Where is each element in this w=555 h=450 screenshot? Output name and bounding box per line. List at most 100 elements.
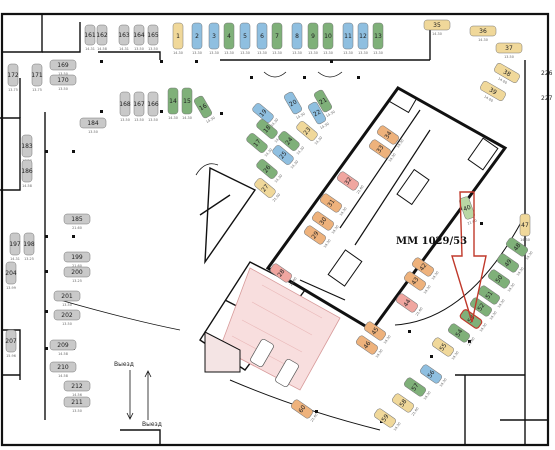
spot-shape-29[interactable] (303, 225, 327, 246)
spot-shape-201[interactable] (53, 290, 81, 302)
parking-spot-8[interactable]: 813.30 (291, 22, 303, 55)
spot-shape-18[interactable] (255, 118, 278, 140)
spot-shape-49[interactable] (496, 253, 520, 274)
spot-shape-3[interactable] (208, 22, 220, 50)
spot-shape-169[interactable] (49, 59, 77, 71)
spot-shape-14[interactable] (167, 87, 179, 115)
spot-shape-164[interactable] (133, 24, 145, 46)
spot-shape-13[interactable] (372, 22, 384, 50)
spot-shape-212[interactable] (63, 380, 91, 392)
spot-shape-183[interactable] (21, 134, 33, 158)
spot-shape-51[interactable] (477, 285, 501, 306)
spot-shape-55[interactable] (431, 337, 455, 358)
parking-spot-4[interactable]: 413.30 (223, 22, 235, 55)
spot-shape-16[interactable] (193, 95, 213, 119)
spot-shape-209[interactable] (49, 339, 77, 351)
spot-shape-32[interactable] (336, 171, 360, 192)
spot-shape-44[interactable] (395, 293, 419, 314)
spot-shape-197[interactable] (9, 232, 21, 256)
spot-shape-19[interactable] (251, 102, 274, 124)
parking-spot-3[interactable]: 313.30 (208, 22, 220, 55)
spot-shape-33[interactable] (368, 139, 392, 160)
spot-shape-37[interactable] (495, 42, 523, 54)
spot-shape-198[interactable] (23, 232, 35, 256)
spot-shape-184[interactable] (79, 117, 107, 129)
spot-shape-31[interactable] (319, 193, 343, 214)
spot-shape-24[interactable] (277, 130, 300, 152)
spot-shape-210[interactable] (49, 361, 77, 373)
parking-spot-183[interactable]: 18314.58 (21, 134, 33, 163)
spot-shape-204[interactable] (5, 261, 17, 285)
spot-shape-6[interactable] (256, 22, 268, 50)
spot-shape-48[interactable] (505, 237, 529, 258)
spot-shape-199[interactable] (63, 251, 91, 263)
spot-shape-207[interactable] (5, 329, 17, 353)
spot-shape-11[interactable] (342, 22, 354, 50)
spot-shape-168[interactable] (119, 91, 131, 117)
spot-shape-60[interactable] (290, 399, 314, 420)
parking-spot-5[interactable]: 513.30 (239, 22, 251, 55)
spot-shape-163[interactable] (118, 24, 130, 46)
spot-shape-170[interactable] (49, 74, 77, 86)
spot-shape-9[interactable] (307, 22, 319, 50)
spot-shape-167[interactable] (133, 91, 145, 117)
spot-shape-186[interactable] (21, 159, 33, 183)
spot-shape-35[interactable] (423, 19, 451, 31)
parking-spot-9[interactable]: 913.30 (307, 22, 319, 55)
spot-shape-23[interactable] (295, 120, 318, 142)
spot-shape-162[interactable] (96, 24, 108, 46)
parking-spot-1[interactable]: 114.30 (172, 22, 184, 55)
spot-shape-54[interactable] (447, 323, 471, 344)
spot-shape-161[interactable] (84, 24, 96, 46)
spot-shape-46[interactable] (355, 335, 379, 356)
spot-shape-58[interactable] (391, 393, 415, 414)
spot-shape-17[interactable] (245, 132, 268, 154)
